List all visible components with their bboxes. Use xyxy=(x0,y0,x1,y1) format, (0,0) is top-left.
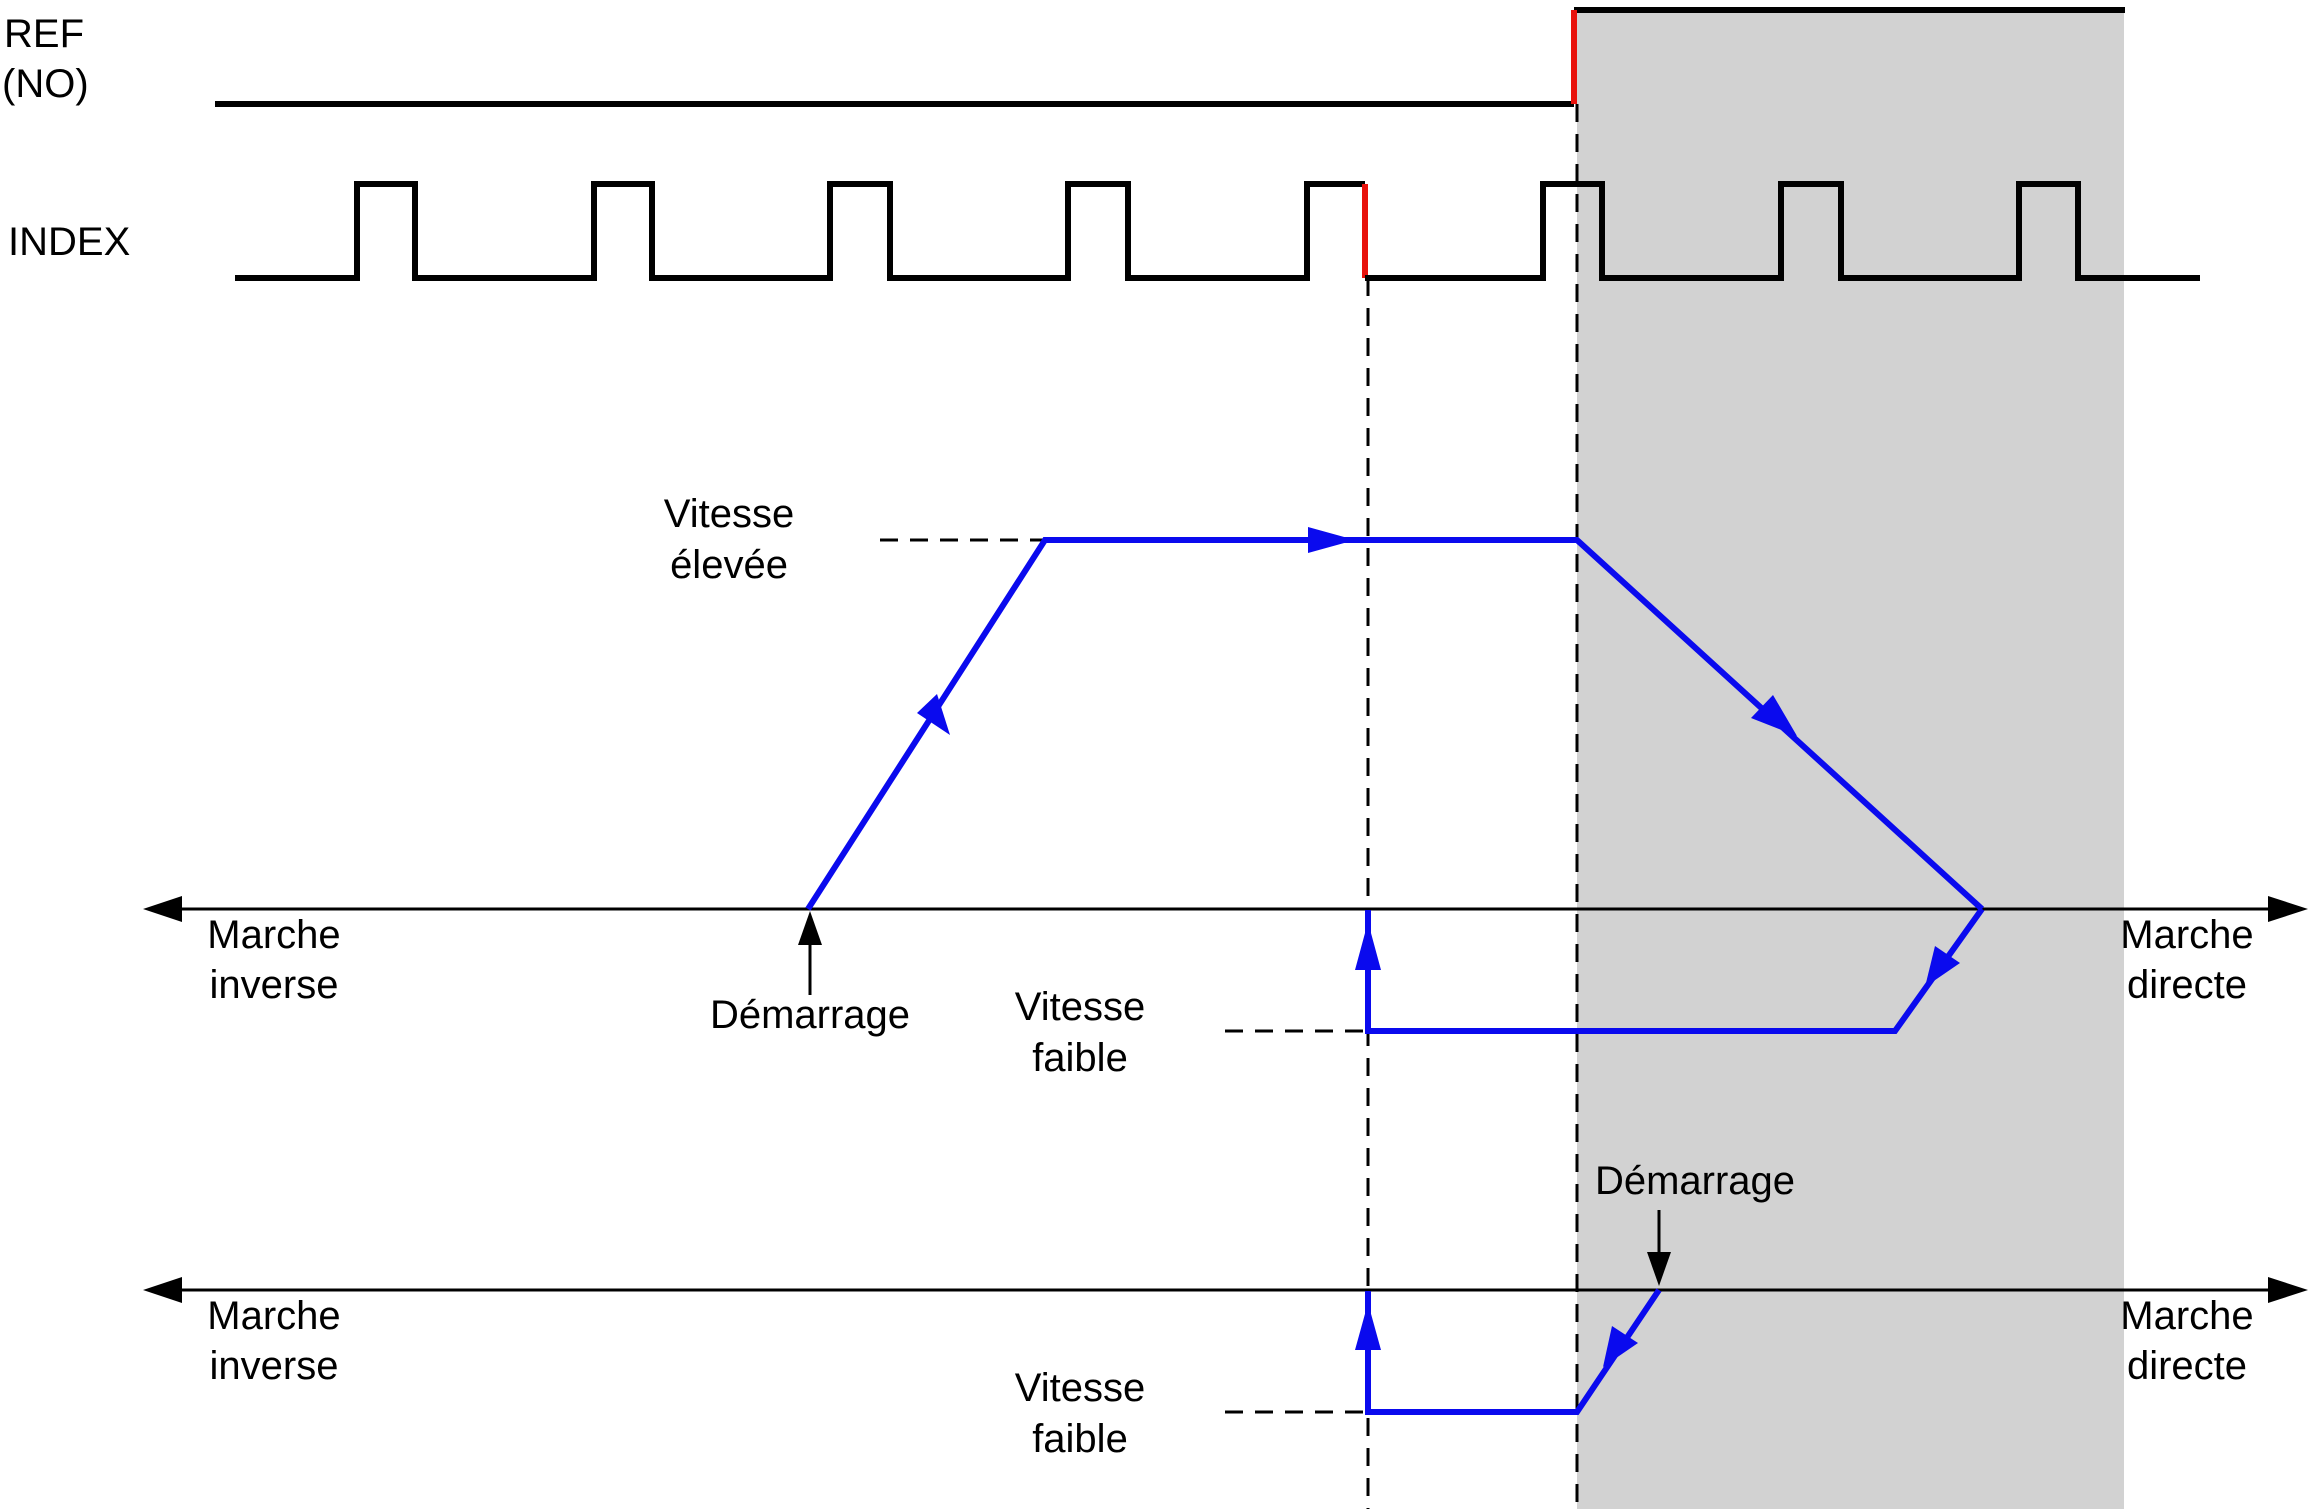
low-speed-lower-label-1: Vitesse xyxy=(1015,1366,1145,1410)
upper-reverse-label-2: inverse xyxy=(210,963,339,1007)
upper-axis-right-arrow xyxy=(2268,896,2308,922)
upper-up-arrow xyxy=(917,694,950,735)
lower-return-arrow xyxy=(1603,1326,1638,1367)
high-speed-label-1: Vitesse xyxy=(664,492,794,536)
lower-axis-right-arrow xyxy=(2268,1277,2308,1303)
lower-axis-left-arrow xyxy=(143,1277,182,1303)
lower-forward-label-1: Marche xyxy=(2120,1294,2253,1338)
upper-start-label: Démarrage xyxy=(710,993,910,1037)
index-label: INDEX xyxy=(8,220,130,264)
index-signal-part1 xyxy=(235,181,1365,281)
low-speed-upper-label-2: faible xyxy=(1032,1036,1128,1080)
lower-index-arrow xyxy=(1355,1303,1381,1350)
lower-reverse-label-2: inverse xyxy=(210,1344,339,1388)
lower-start-label: Démarrage xyxy=(1595,1159,1795,1203)
upper-down-arrow xyxy=(1751,695,1797,736)
upper-forward-label-2: directe xyxy=(2127,963,2247,1007)
upper-right-arrow xyxy=(1308,527,1355,553)
upper-return-arrow xyxy=(1925,946,1960,987)
upper-axis-left-arrow xyxy=(143,896,182,922)
upper-start-arrowhead xyxy=(798,911,822,945)
lower-start-arrowhead xyxy=(1647,1252,1671,1286)
lower-forward-label-2: directe xyxy=(2127,1344,2247,1388)
upper-index-arrow xyxy=(1355,922,1381,970)
high-speed-label-2: élevée xyxy=(670,543,788,587)
index-signal-part2 xyxy=(1365,181,2200,281)
low-speed-upper-label-1: Vitesse xyxy=(1015,985,1145,1029)
ref-label-no: (NO) xyxy=(2,62,89,106)
lower-reverse-label-1: Marche xyxy=(207,1294,340,1338)
low-speed-lower-label-2: faible xyxy=(1032,1417,1128,1461)
ref-label: REF xyxy=(4,12,84,56)
upper-reverse-label-1: Marche xyxy=(207,913,340,957)
upper-forward-label-1: Marche xyxy=(2120,913,2253,957)
